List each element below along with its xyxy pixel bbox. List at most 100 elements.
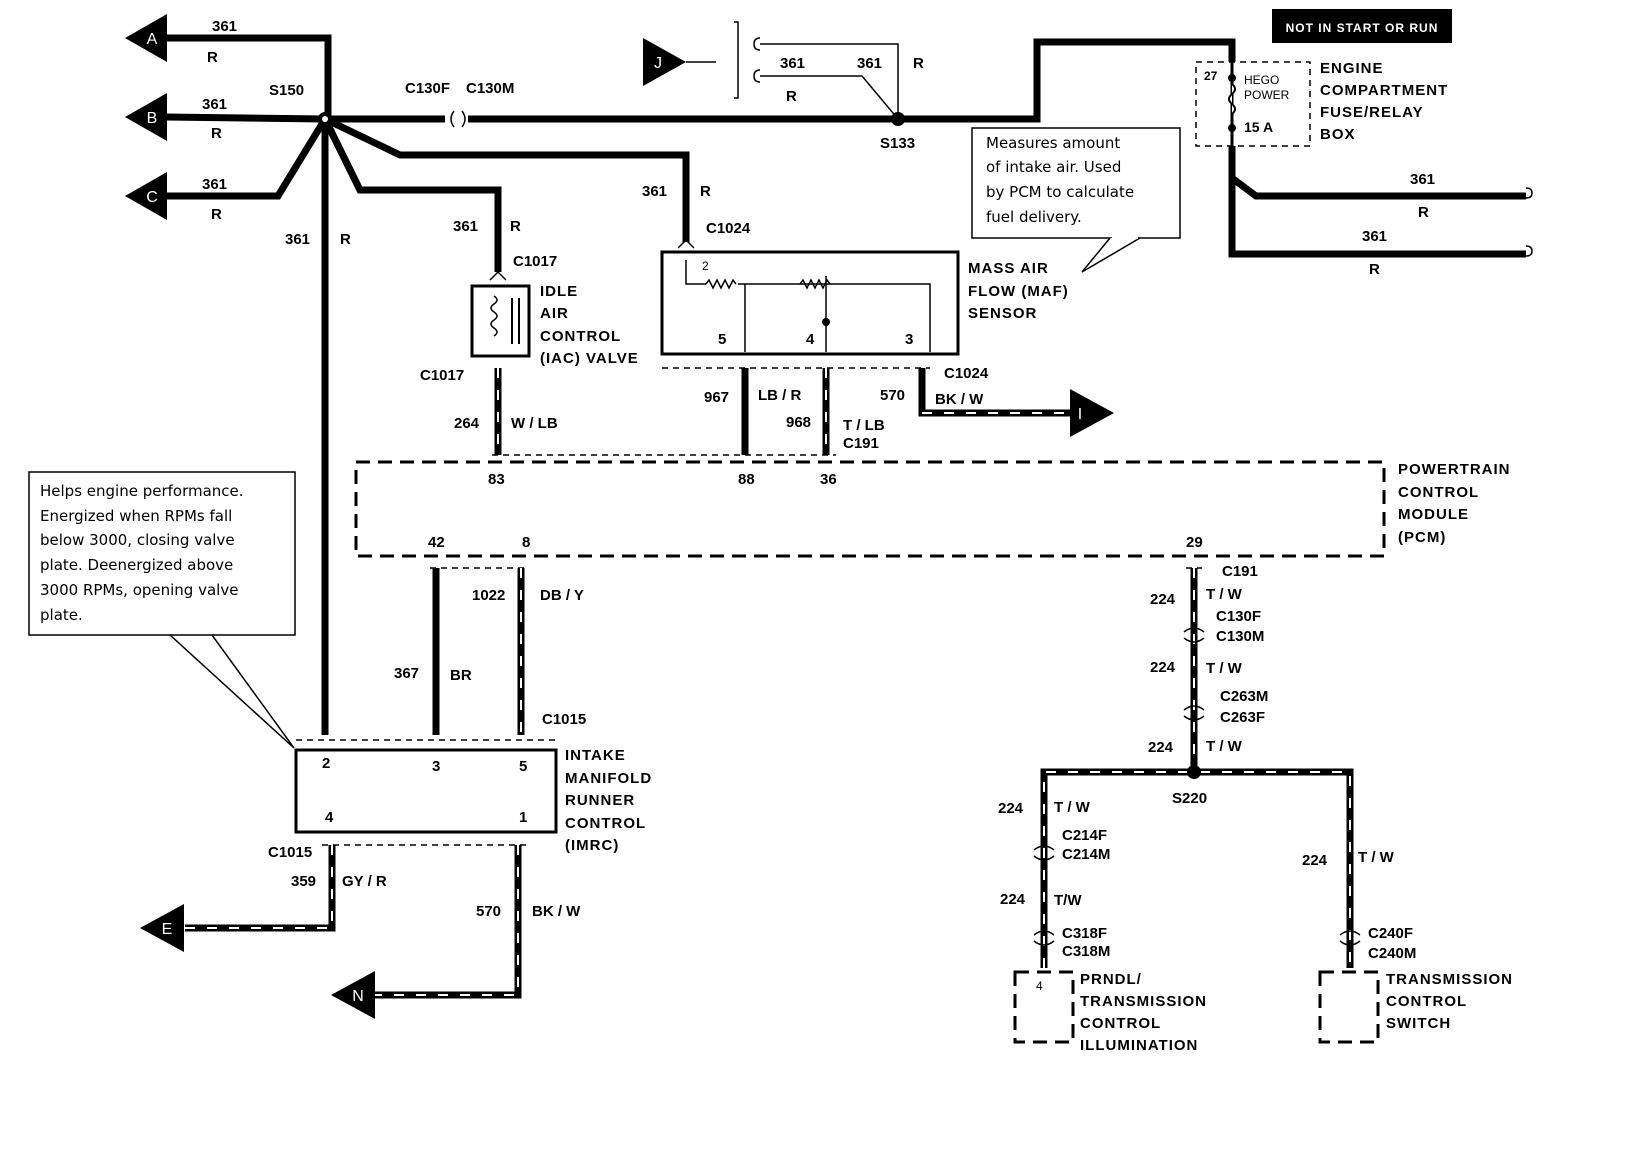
svg-text:SWITCH: SWITCH [1386, 1015, 1451, 1032]
svg-text:3: 3 [432, 758, 440, 775]
imrc-note: Helps engine performance. Energized when… [28, 471, 296, 749]
splice-s220-label: S220 [1172, 790, 1207, 807]
svg-text:POWERTRAIN: POWERTRAIN [1398, 461, 1511, 478]
fuse-relay-box: 27 HEGO POWER 15 A ENGINE COMPARTMENT FU… [1195, 60, 1448, 147]
svg-text:MODULE: MODULE [1398, 506, 1469, 523]
label-968: 968 [786, 414, 811, 431]
connector-b: B [125, 93, 167, 141]
svg-text:AIR: AIR [540, 305, 569, 322]
svg-text:224: 224 [1302, 852, 1328, 869]
svg-text:36: 36 [820, 471, 837, 488]
label-361-b: 361 [202, 96, 227, 113]
label-r-r2: R [1369, 261, 1380, 278]
title-box: NOT IN START OR RUN [1272, 9, 1452, 43]
svg-text:T / W: T / W [1054, 799, 1091, 816]
svg-text:CONTROL: CONTROL [1398, 484, 1479, 501]
svg-text:Energized when RPMs fall: Energized when RPMs fall [40, 507, 232, 525]
svg-text:C240M: C240M [1368, 945, 1416, 962]
svg-text:E: E [162, 921, 173, 938]
fuse-hego: HEGO [1244, 73, 1279, 87]
splice-s133-dot [891, 112, 905, 126]
circuit-224: C191 224 T / W C130F C130M 224 T / W C26… [998, 563, 1416, 968]
fuse-amps: 15 A [1244, 119, 1273, 135]
svg-text:CONTROL: CONTROL [565, 815, 646, 832]
svg-text:224: 224 [1148, 739, 1174, 756]
label-968-color: T / LB [843, 417, 885, 434]
svg-text:4: 4 [325, 809, 334, 826]
fuse-power: POWER [1244, 88, 1290, 102]
label-264: 264 [454, 415, 480, 432]
svg-text:plate. Deenergized above: plate. Deenergized above [40, 556, 233, 574]
svg-text:plate.: plate. [40, 606, 83, 624]
imrc-output-wires: C1015 359 GY / R 570 BK / W [185, 844, 581, 999]
wire-j-top [760, 43, 899, 119]
svg-text:C263F: C263F [1220, 709, 1265, 726]
svg-text:224: 224 [998, 800, 1024, 817]
svg-text:C214M: C214M [1062, 846, 1110, 863]
label-r-down: R [340, 231, 351, 248]
label-570-top: 570 [880, 387, 905, 404]
label-361-maf: 361 [642, 183, 667, 200]
svg-text:C318F: C318F [1062, 925, 1107, 942]
pcm-imrc-wires: 1022 DB / Y 367 BR C1015 [296, 567, 586, 741]
connector-e: E [140, 904, 184, 952]
wires-361-right [1228, 146, 1533, 258]
connector-a: A [125, 14, 167, 62]
svg-text:3: 3 [905, 331, 913, 348]
svg-text:2: 2 [322, 755, 330, 772]
svg-text:CONTROL: CONTROL [540, 328, 621, 345]
maf-note: Measures amount of intake air. Used by P… [971, 127, 1181, 273]
svg-text:FUSE/RELAY: FUSE/RELAY [1320, 104, 1424, 121]
svg-text:PRNDL/: PRNDL/ [1080, 971, 1142, 988]
label-361-iac: 361 [453, 218, 478, 235]
svg-text:ILLUMINATION: ILLUMINATION [1080, 1037, 1198, 1054]
label-361-c: 361 [202, 176, 227, 193]
svg-text:C: C [146, 189, 158, 206]
connector-i: I [1070, 389, 1114, 437]
label-c191-top: C191 [843, 435, 879, 452]
svg-text:C130M: C130M [1216, 628, 1264, 645]
svg-text:CONTROL: CONTROL [1080, 1015, 1161, 1032]
label-264-color: W / LB [511, 415, 558, 432]
svg-text:224: 224 [1000, 891, 1026, 908]
wire-to-iac [321, 117, 502, 272]
svg-text:COMPARTMENT: COMPARTMENT [1320, 82, 1448, 99]
label-367-color: BR [450, 667, 472, 684]
svg-text:224: 224 [1150, 659, 1176, 676]
iac-valve: 361 R C1017 IDLE AIR CONTROL (IAC) VALVE… [420, 218, 638, 455]
prndl-illumination: 4 PRNDL/ TRANSMISSION CONTROL ILLUMINATI… [1013, 970, 1206, 1054]
label-367: 367 [394, 665, 419, 682]
svg-text:5: 5 [718, 331, 726, 348]
svg-text:Helps engine performance.: Helps engine performance. [40, 482, 244, 500]
svg-text:5: 5 [519, 758, 527, 775]
maf-sensor: 361 R C1024 2 5 4 3 MASS AIR FLOW (MAF) … [642, 183, 1068, 356]
label-361-down: 361 [285, 231, 310, 248]
label-361-j1: 361 [780, 55, 805, 72]
svg-text:1: 1 [519, 809, 527, 826]
svg-text:224: 224 [1150, 591, 1176, 608]
svg-text:NOT IN START OR RUN: NOT IN START OR RUN [1286, 21, 1439, 35]
svg-text:MASS AIR: MASS AIR [968, 260, 1049, 277]
label-359: 359 [291, 873, 316, 890]
svg-text:(IMRC): (IMRC) [565, 837, 619, 854]
label-c1017-bottom: C1017 [420, 367, 464, 384]
svg-text:by PCM to calculate: by PCM to calculate [986, 183, 1134, 201]
label-1022: 1022 [472, 587, 505, 604]
svg-text:C130F: C130F [1216, 608, 1261, 625]
label-967-color: LB / R [758, 387, 801, 404]
svg-text:4: 4 [1036, 979, 1043, 993]
connector-j: J [643, 21, 761, 99]
splice-s133-label: S133 [880, 135, 915, 152]
svg-text:A: A [147, 31, 158, 48]
fuse-number: 27 [1204, 69, 1218, 83]
label-r-maf: R [700, 183, 711, 200]
label-r-j2: R [786, 88, 797, 105]
svg-text:29: 29 [1186, 534, 1203, 551]
svg-text:MANIFOLD: MANIFOLD [565, 770, 652, 787]
svg-text:INTAKE: INTAKE [565, 747, 626, 764]
svg-text:T / W: T / W [1206, 660, 1243, 677]
svg-text:83: 83 [488, 471, 505, 488]
connector-c130 [450, 110, 466, 128]
label-r-iac: R [510, 218, 521, 235]
